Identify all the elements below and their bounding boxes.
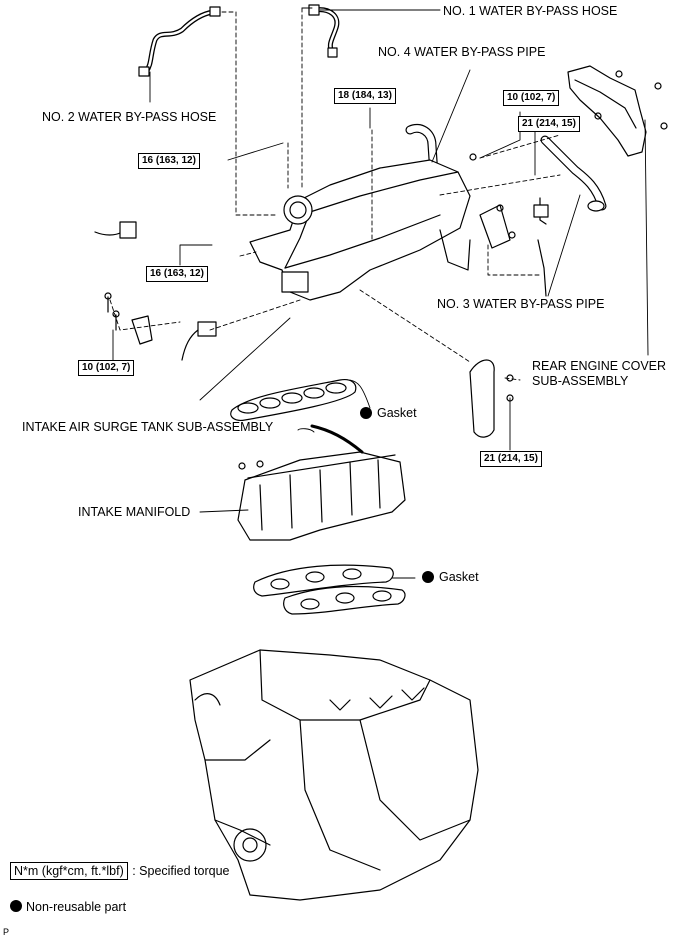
corner-mark: P [3, 927, 10, 937]
legend-nonreusable: Non-reusable part [10, 898, 126, 916]
sensor-connector-right [479, 197, 549, 297]
legend-nonreusable-text: Non-reusable part [26, 900, 127, 914]
torque-21-top-box: 21 (214, 15) [518, 116, 580, 132]
nonreusable-dot-icon [10, 900, 22, 912]
no2-water-bypass-hose [138, 6, 221, 77]
torque-21-low-box: 21 (214, 15) [480, 451, 542, 467]
intake-air-surge-tank [249, 159, 471, 301]
upper-gasket [230, 379, 357, 421]
label-intake-manifold: INTAKE MANIFOLD [78, 505, 191, 519]
torque-16-b-box: 16 (163, 12) [146, 266, 208, 282]
legend-torque-text: : Specified torque [132, 864, 230, 878]
label-no1-water-bypass-hose: NO. 1 WATER BY-PASS HOSE [443, 4, 618, 18]
label-no4-water-bypass-pipe: NO. 4 WATER BY-PASS PIPE [378, 45, 546, 59]
label-gasket-upper: Gasket [377, 406, 417, 420]
torque-18-box: 18 (184, 13) [334, 88, 396, 104]
rear-engine-cover [567, 65, 668, 157]
label-rear-engine-cover-2: SUB-ASSEMBLY [532, 374, 629, 388]
lower-right-bracket [469, 359, 514, 438]
no3-water-bypass-pipe [540, 135, 607, 212]
label-intake-air-surge-tank: INTAKE AIR SURGE TANK SUB-ASSEMBLY [22, 420, 274, 434]
sensor-connector-left [94, 221, 217, 361]
lower-gaskets [253, 564, 406, 615]
legend-torque: N*m (kgf*cm, ft.*lbf) : Specified torque [10, 862, 230, 880]
label-rear-engine-cover-1: REAR ENGINE COVER [532, 359, 667, 373]
torque-10-top-box: 10 (102, 7) [503, 90, 560, 106]
left-bracket [104, 292, 153, 345]
label-gasket-lower: Gasket [439, 570, 479, 584]
torque-16-a-box: 16 (163, 12) [138, 153, 200, 169]
torque-10-left-box: 10 (102, 7) [78, 360, 135, 376]
label-no3-water-bypass-pipe: NO. 3 WATER BY-PASS PIPE [437, 297, 605, 311]
legend-torque-box: N*m (kgf*cm, ft.*lbf) [10, 862, 128, 880]
intake-manifold [237, 424, 406, 541]
engine-block [189, 649, 479, 901]
label-no2-water-bypass-hose: NO. 2 WATER BY-PASS HOSE [42, 110, 217, 124]
no1-water-bypass-hose [308, 4, 340, 58]
